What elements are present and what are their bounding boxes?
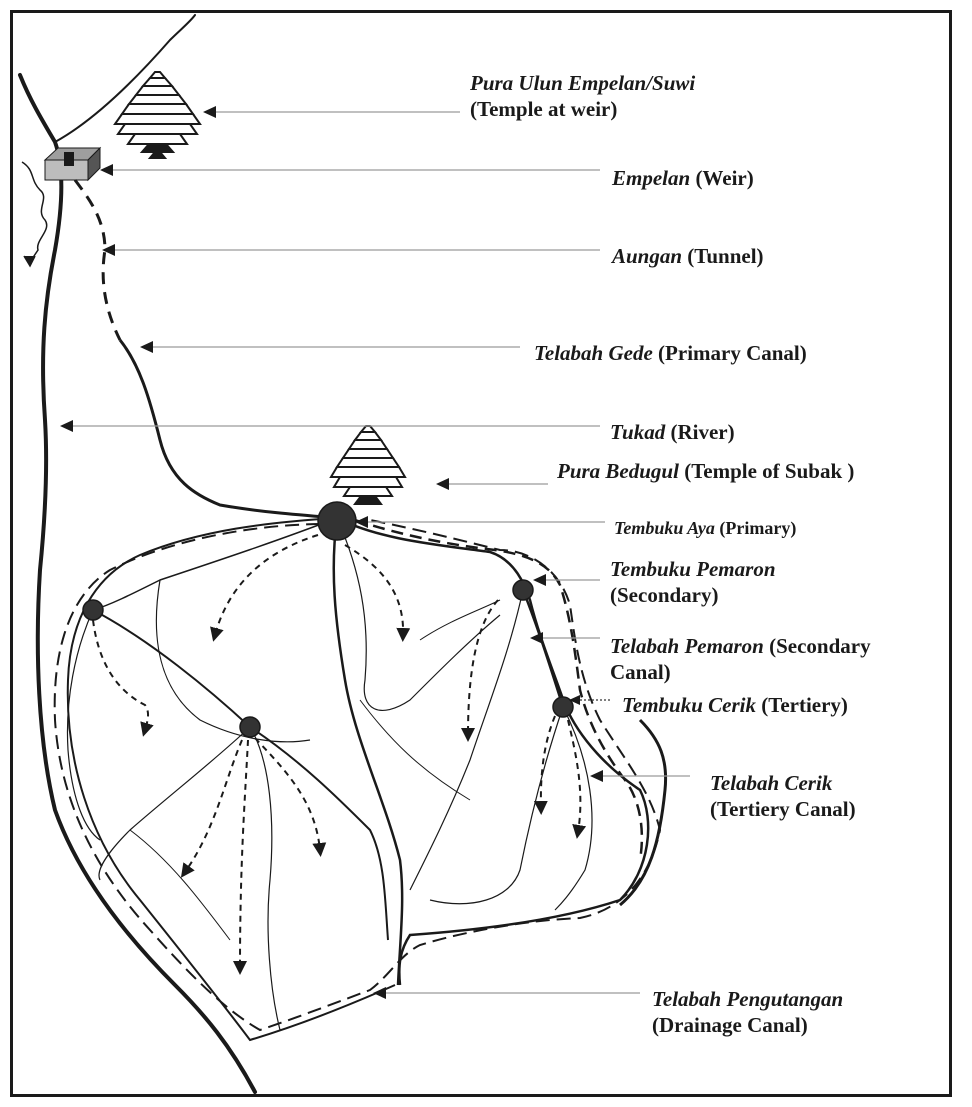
tembuku-node-left: [82, 599, 104, 621]
label-aungan-gloss: (Tunnel): [687, 244, 764, 268]
weir-outflow: [21, 161, 48, 268]
label-tembuku-aya: Tembuku Aya (Primary): [614, 515, 796, 541]
label-aungan: Aungan (Tunnel): [612, 243, 764, 269]
label-telabah-gede-gloss: (Primary Canal): [658, 341, 807, 365]
label-tembuku-pemaron-term: Tembuku Pemaron: [610, 557, 776, 581]
label-tembuku-aya-term: Tembuku Aya: [614, 518, 715, 538]
field-boundaries: [66, 516, 668, 1042]
label-telabah-pengutangan: Telabah Pengutangan (Drainage Canal): [652, 986, 843, 1038]
label-telabah-pemaron-gloss-2: Canal): [610, 660, 671, 684]
tembuku-cerik-node: [552, 696, 574, 718]
label-tembuku-pemaron-gloss: (Secondary): [610, 583, 719, 607]
label-telabah-pemaron-term: Telabah Pemaron: [610, 634, 764, 658]
label-pura-bedugul: Pura Bedugul (Temple of Subak ): [557, 458, 854, 484]
river-tukad: [18, 14, 257, 1094]
label-telabah-pengutangan-term: Telabah Pengutangan: [652, 987, 844, 1011]
leader-lines: [70, 111, 690, 994]
tembuku-nodes: [82, 501, 574, 738]
leader-arrowheads: [60, 106, 603, 999]
tembuku-node-middle: [239, 716, 261, 738]
label-tembuku-cerik: Tembuku Cerik (Tertiery): [622, 692, 848, 718]
label-empelan-term: Empelan: [612, 166, 691, 190]
label-tukad: Tukad (River): [610, 419, 735, 445]
label-pura-bedugul-gloss: (Temple of Subak ): [684, 459, 855, 483]
temple-bedugul-icon: [329, 425, 407, 505]
label-telabah-pemaron: Telabah Pemaron (Secondary Canal): [610, 633, 871, 685]
label-telabah-cerik-gloss: (Tertiery Canal): [710, 797, 856, 821]
label-pura-ulun-empelan-term: Pura Ulun Empelan/Suwi: [470, 71, 696, 95]
secondary-canal-telabah-pemaron: [354, 518, 644, 861]
label-pura-ulun-empelan-gloss: (Temple at weir): [470, 97, 618, 121]
label-tukad-term: Tukad: [610, 420, 666, 444]
drainage-canal-telabah-pengutangan: [53, 519, 662, 1032]
label-tembuku-pemaron: Tembuku Pemaron (Secondary): [610, 556, 776, 608]
label-telabah-gede: Telabah Gede (Primary Canal): [534, 340, 807, 366]
label-empelan: Empelan (Weir): [612, 165, 754, 191]
label-aungan-term: Aungan: [612, 244, 683, 268]
label-tukad-gloss: (River): [670, 420, 735, 444]
label-telabah-pengutangan-gloss: (Drainage Canal): [652, 1013, 808, 1037]
diagram-frame: [10, 10, 952, 1097]
label-pura-ulun-empelan: Pura Ulun Empelan/Suwi (Temple at weir): [470, 70, 695, 122]
flow-arrows: [92, 534, 587, 975]
label-telabah-pemaron-gloss-1: (Secondary: [769, 634, 871, 658]
label-telabah-cerik-term: Telabah Cerik: [710, 771, 833, 795]
tembuku-pemaron-node: [512, 579, 534, 601]
label-tembuku-aya-gloss: (Primary): [719, 518, 797, 538]
label-tembuku-cerik-term: Tembuku Cerik: [622, 693, 756, 717]
label-empelan-gloss: (Weir): [695, 166, 754, 190]
tembuku-aya-node: [317, 501, 357, 541]
primary-canal-telabah-gede: [118, 339, 338, 520]
label-tembuku-cerik-gloss: (Tertiery): [761, 693, 848, 717]
tunnel-aungan: [73, 179, 122, 341]
label-telabah-gede-term: Telabah Gede: [534, 341, 653, 365]
weir-icon: [43, 146, 102, 182]
temple-ulun-empelan-icon: [113, 71, 202, 159]
label-pura-bedugul-term: Pura Bedugul: [557, 459, 679, 483]
label-telabah-cerik: Telabah Cerik (Tertiery Canal): [710, 770, 856, 822]
